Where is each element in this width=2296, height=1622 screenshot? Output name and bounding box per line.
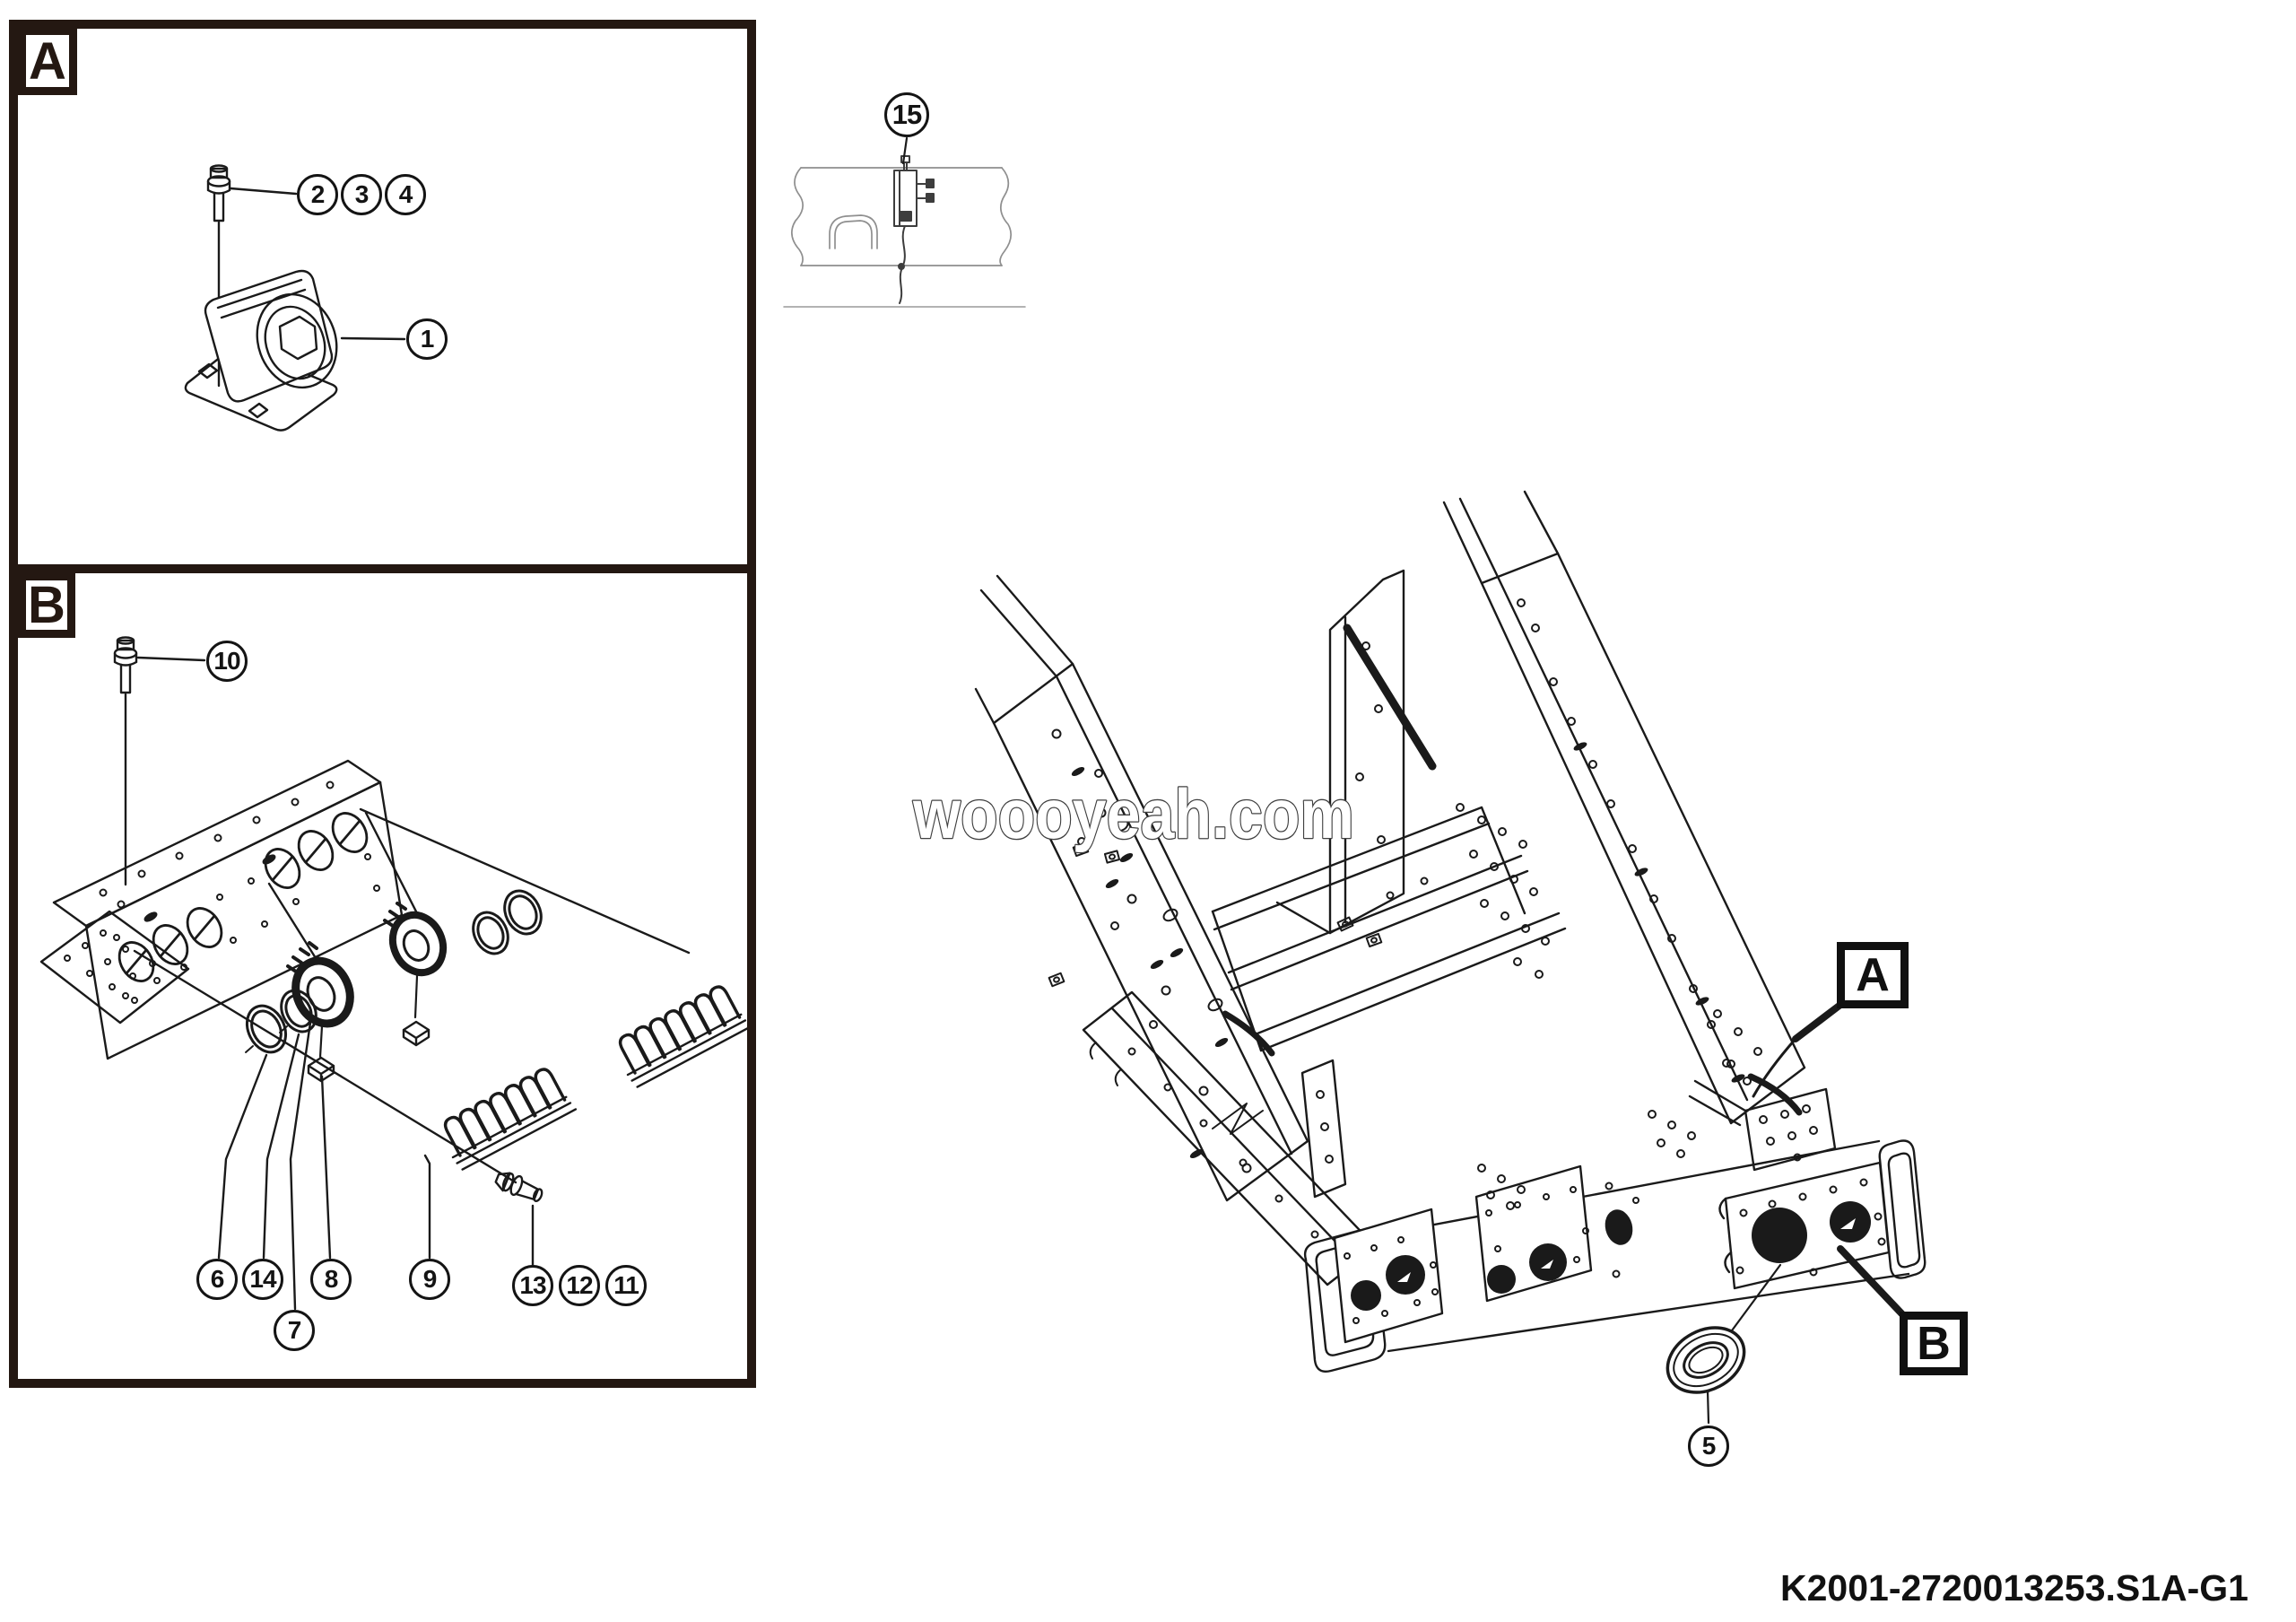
leader-line (320, 1075, 332, 1260)
backup-alarm-icon (184, 269, 338, 432)
chassis-frame-drawing (974, 490, 1926, 1425)
leader-line (136, 656, 206, 662)
panel-a-drawing (184, 164, 406, 432)
bumper-plate (1474, 1164, 1593, 1303)
nut-icon (402, 1020, 430, 1047)
callout-1: 1 (406, 318, 448, 360)
seal-ring-icon (472, 911, 509, 955)
leader-line (1706, 1389, 1710, 1425)
seal-ring-icon (279, 989, 317, 1033)
callout-13: 13 (512, 1265, 553, 1306)
callout-7: 7 (274, 1310, 315, 1351)
leader-line (1837, 1245, 1907, 1319)
callout-5: 5 (1688, 1426, 1729, 1467)
bolt-icon (494, 1172, 544, 1202)
frame-label-b-text: B (1917, 1317, 1951, 1370)
leader-line (217, 1053, 268, 1260)
frame-label-b: B (1900, 1312, 1968, 1375)
frame-label-a-text: A (1856, 949, 1890, 1001)
panel-b-drawing (39, 636, 752, 1311)
watermark-text: woooyeah.com (912, 774, 1354, 853)
panel-b-label-text: B (28, 576, 65, 634)
grommet-icon (1665, 1263, 1782, 1425)
callout-3: 3 (341, 174, 382, 215)
leader-line (267, 882, 317, 960)
callout-6: 6 (196, 1259, 238, 1300)
callout-12: 12 (559, 1265, 600, 1306)
panel-b-label: B (18, 572, 75, 638)
leader-line (229, 187, 298, 196)
callout-8: 8 (310, 1259, 352, 1300)
panel-a-label-text: A (29, 31, 66, 91)
wire-comb-icon (609, 980, 752, 1090)
panel-a-label: A (18, 27, 77, 95)
seal-ring-icon (503, 889, 543, 936)
callout-14: 14 (242, 1259, 283, 1300)
bumper-plate (1333, 1208, 1444, 1344)
leader-line (1792, 1001, 1844, 1042)
callout-10: 10 (206, 641, 248, 682)
leader-line (262, 1033, 300, 1260)
bolt-icon (113, 636, 138, 694)
leader-line (364, 811, 420, 917)
seal-ring-icon (245, 1004, 288, 1054)
callout-11: 11 (605, 1265, 647, 1306)
leader-line (359, 807, 691, 955)
nut-icon (307, 1056, 335, 1083)
callout-15: 15 (884, 92, 929, 137)
callout-2: 2 (297, 174, 338, 215)
leader-line (340, 336, 406, 341)
clamp-location-sketch (783, 136, 1026, 308)
work-lamp-icon (383, 902, 448, 1019)
leader-line (423, 1154, 431, 1260)
leader-line (289, 1021, 312, 1311)
wire-comb-icon (434, 1062, 578, 1173)
leader-line (1752, 1037, 1797, 1098)
bolt-icon (206, 164, 231, 222)
callout-4: 4 (385, 174, 426, 215)
frame-label-a: A (1837, 942, 1909, 1008)
callout-9: 9 (409, 1259, 450, 1300)
figure-code: K2001-2720013253.S1A-G1 (1780, 1567, 2248, 1609)
bumper-plate (1718, 1161, 1891, 1290)
